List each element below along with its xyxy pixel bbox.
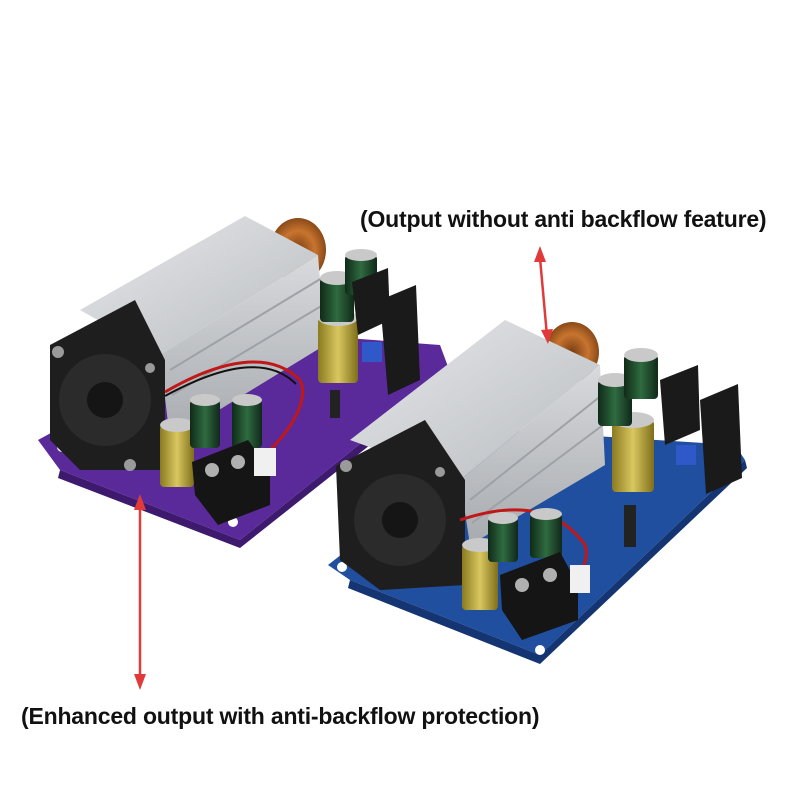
arrow-bottom <box>134 494 146 690</box>
left-board <box>38 216 452 548</box>
arrow-top <box>534 246 553 344</box>
caption-output-without-anti-backflow: (Output without anti backflow feature) <box>360 206 767 232</box>
right-fan <box>336 420 465 590</box>
caption-enhanced-output-anti-backflow: (Enhanced output with anti-backflow prot… <box>21 703 540 729</box>
right-capacitors <box>462 348 658 610</box>
left-fan <box>50 300 165 471</box>
right-terminal-block <box>500 552 590 640</box>
right-board <box>328 320 747 664</box>
left-capacitors <box>160 249 377 487</box>
left-terminal-block <box>192 440 276 525</box>
